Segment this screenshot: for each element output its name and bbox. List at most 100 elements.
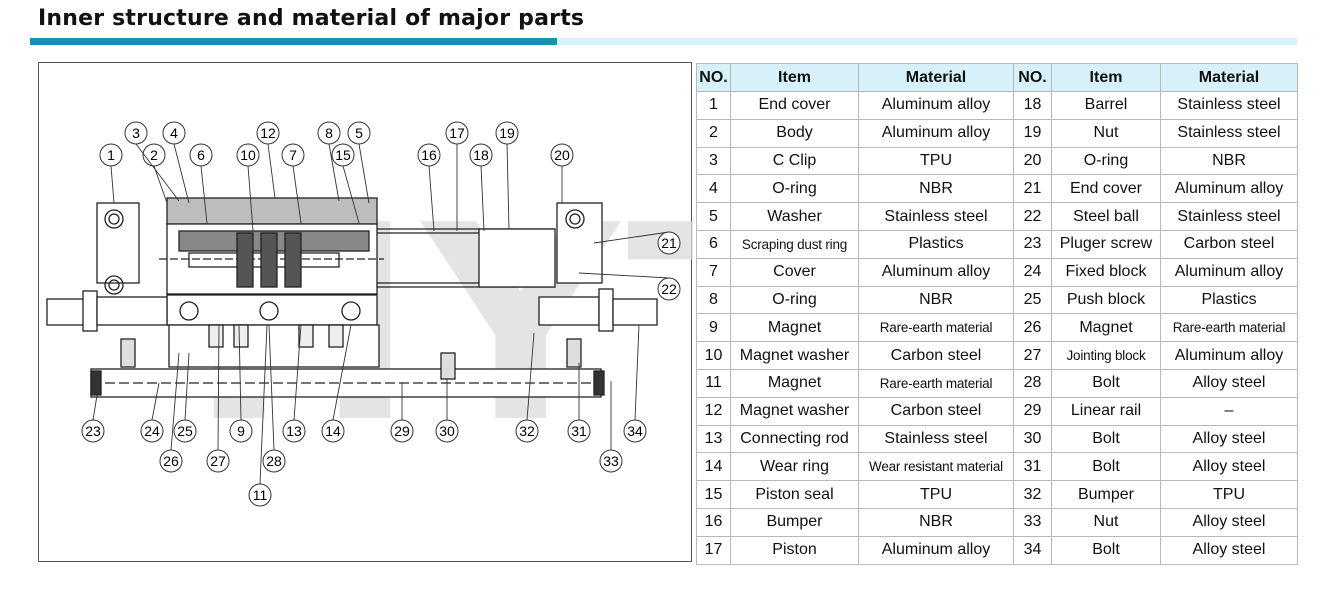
callout-number: 14 [325,423,341,439]
callout-leader-line [480,165,485,232]
callout-number: 16 [421,147,437,163]
cell-material: Aluminum alloy [858,91,1014,120]
callout-circle [515,419,539,443]
callout-number: 31 [571,423,587,439]
cell-no: 4 [696,174,731,204]
callout-leader-line [526,332,535,421]
callout-leader-line [238,324,242,421]
callout-number: 8 [325,125,333,141]
cell-item: O-ring [1051,146,1161,176]
callout-leader-line [268,324,275,451]
cell-no: 33 [1013,507,1052,537]
cell-material: Stainless steel [1160,202,1298,231]
cell-item: Magnet washer [730,396,859,426]
callout-circle [599,449,623,473]
callout-leader-line [358,143,370,204]
callout-number: 29 [394,423,410,439]
cell-no: 19 [1013,118,1052,148]
cell-material: NBR [858,174,1014,204]
cell-item: Pluger screw [1051,229,1161,259]
cell-item: Cover [730,257,859,287]
cell-item: Magnet [730,368,859,398]
callout-leader-line [634,324,640,421]
callout-number: 9 [237,423,245,439]
callout-circle [495,121,519,145]
cell-item: Wear ring [730,452,859,482]
callout-leader-line [153,165,168,204]
callout-circle [282,419,306,443]
callout-circle [657,277,681,301]
cell-no: 32 [1013,480,1052,509]
cell-no: 34 [1013,535,1052,565]
callout-leader-line [292,165,302,224]
header-material: Material [858,63,1014,92]
cell-material: Stainless steel [1160,91,1298,120]
cell-no: 31 [1013,452,1052,482]
cell-item: Bolt [1051,368,1161,398]
cell-no: 10 [696,341,731,370]
cell-no: 16 [696,507,731,537]
callout-leader-line [184,352,190,421]
callout-leader-line [578,272,670,279]
cell-no: 3 [696,146,731,176]
callout-leader-line [293,324,302,421]
cell-no: 2 [696,118,731,148]
header-no: NO. [696,63,731,92]
cell-material: Alloy steel [1160,535,1298,565]
callout-circle [124,121,148,145]
callout-leader-line [328,143,340,202]
callout-number: 6 [197,147,205,163]
cell-item: Linear rail [1051,396,1161,426]
cell-material: Alloy steel [1160,424,1298,454]
callout-number: 2 [150,147,158,163]
cell-no: 13 [696,424,731,454]
cell-material: Rare-earth material [1160,313,1298,343]
cell-no: 27 [1013,341,1052,370]
callout-leader-line [342,165,360,224]
callout-circle [159,449,183,473]
cross-section-diagram: HYTTL [38,62,693,562]
callout-circle [331,143,355,167]
callout-leader-line [267,143,276,199]
callout-circle [99,143,123,167]
cell-material: Aluminum alloy [858,257,1014,287]
cell-material: Stainless steel [1160,118,1298,148]
cell-item: Nut [1051,118,1161,148]
cell-no: 5 [696,202,731,231]
cell-item: Bumper [1051,480,1161,509]
callout-leader-line [170,352,180,451]
callout-number: 13 [286,423,302,439]
cell-no: 24 [1013,257,1052,287]
cell-item: Push block [1051,285,1161,315]
cell-material: Alloy steel [1160,452,1298,482]
callout-number: 30 [439,423,455,439]
title-underline-light [557,38,1297,45]
header-item: Item [1051,63,1161,92]
table-header-row: NO. Item Material NO. Item Material [696,63,1298,92]
cell-item: Piston [730,535,859,565]
cell-material: NBR [858,507,1014,537]
callout-circle [623,419,647,443]
callout-circle [81,419,105,443]
cell-no: 14 [696,452,731,482]
cell-item: Piston seal [730,480,859,509]
cell-material: Carbon steel [1160,229,1298,259]
cell-item: Steel ball [1051,202,1161,231]
cell-material: Plastics [858,229,1014,259]
cell-material: Alloy steel [1160,368,1298,398]
cell-no: 7 [696,257,731,287]
cell-no: 29 [1013,396,1052,426]
page-title: Inner structure and material of major pa… [38,6,585,31]
cell-material: Aluminum alloy [1160,257,1298,287]
cell-item: Bolt [1051,424,1161,454]
callout-leader-line [151,382,160,421]
cell-item: C Clip [730,146,859,176]
callout-leader-line [110,165,115,204]
cell-no: 20 [1013,146,1052,176]
cell-material: Aluminum alloy [858,118,1014,148]
